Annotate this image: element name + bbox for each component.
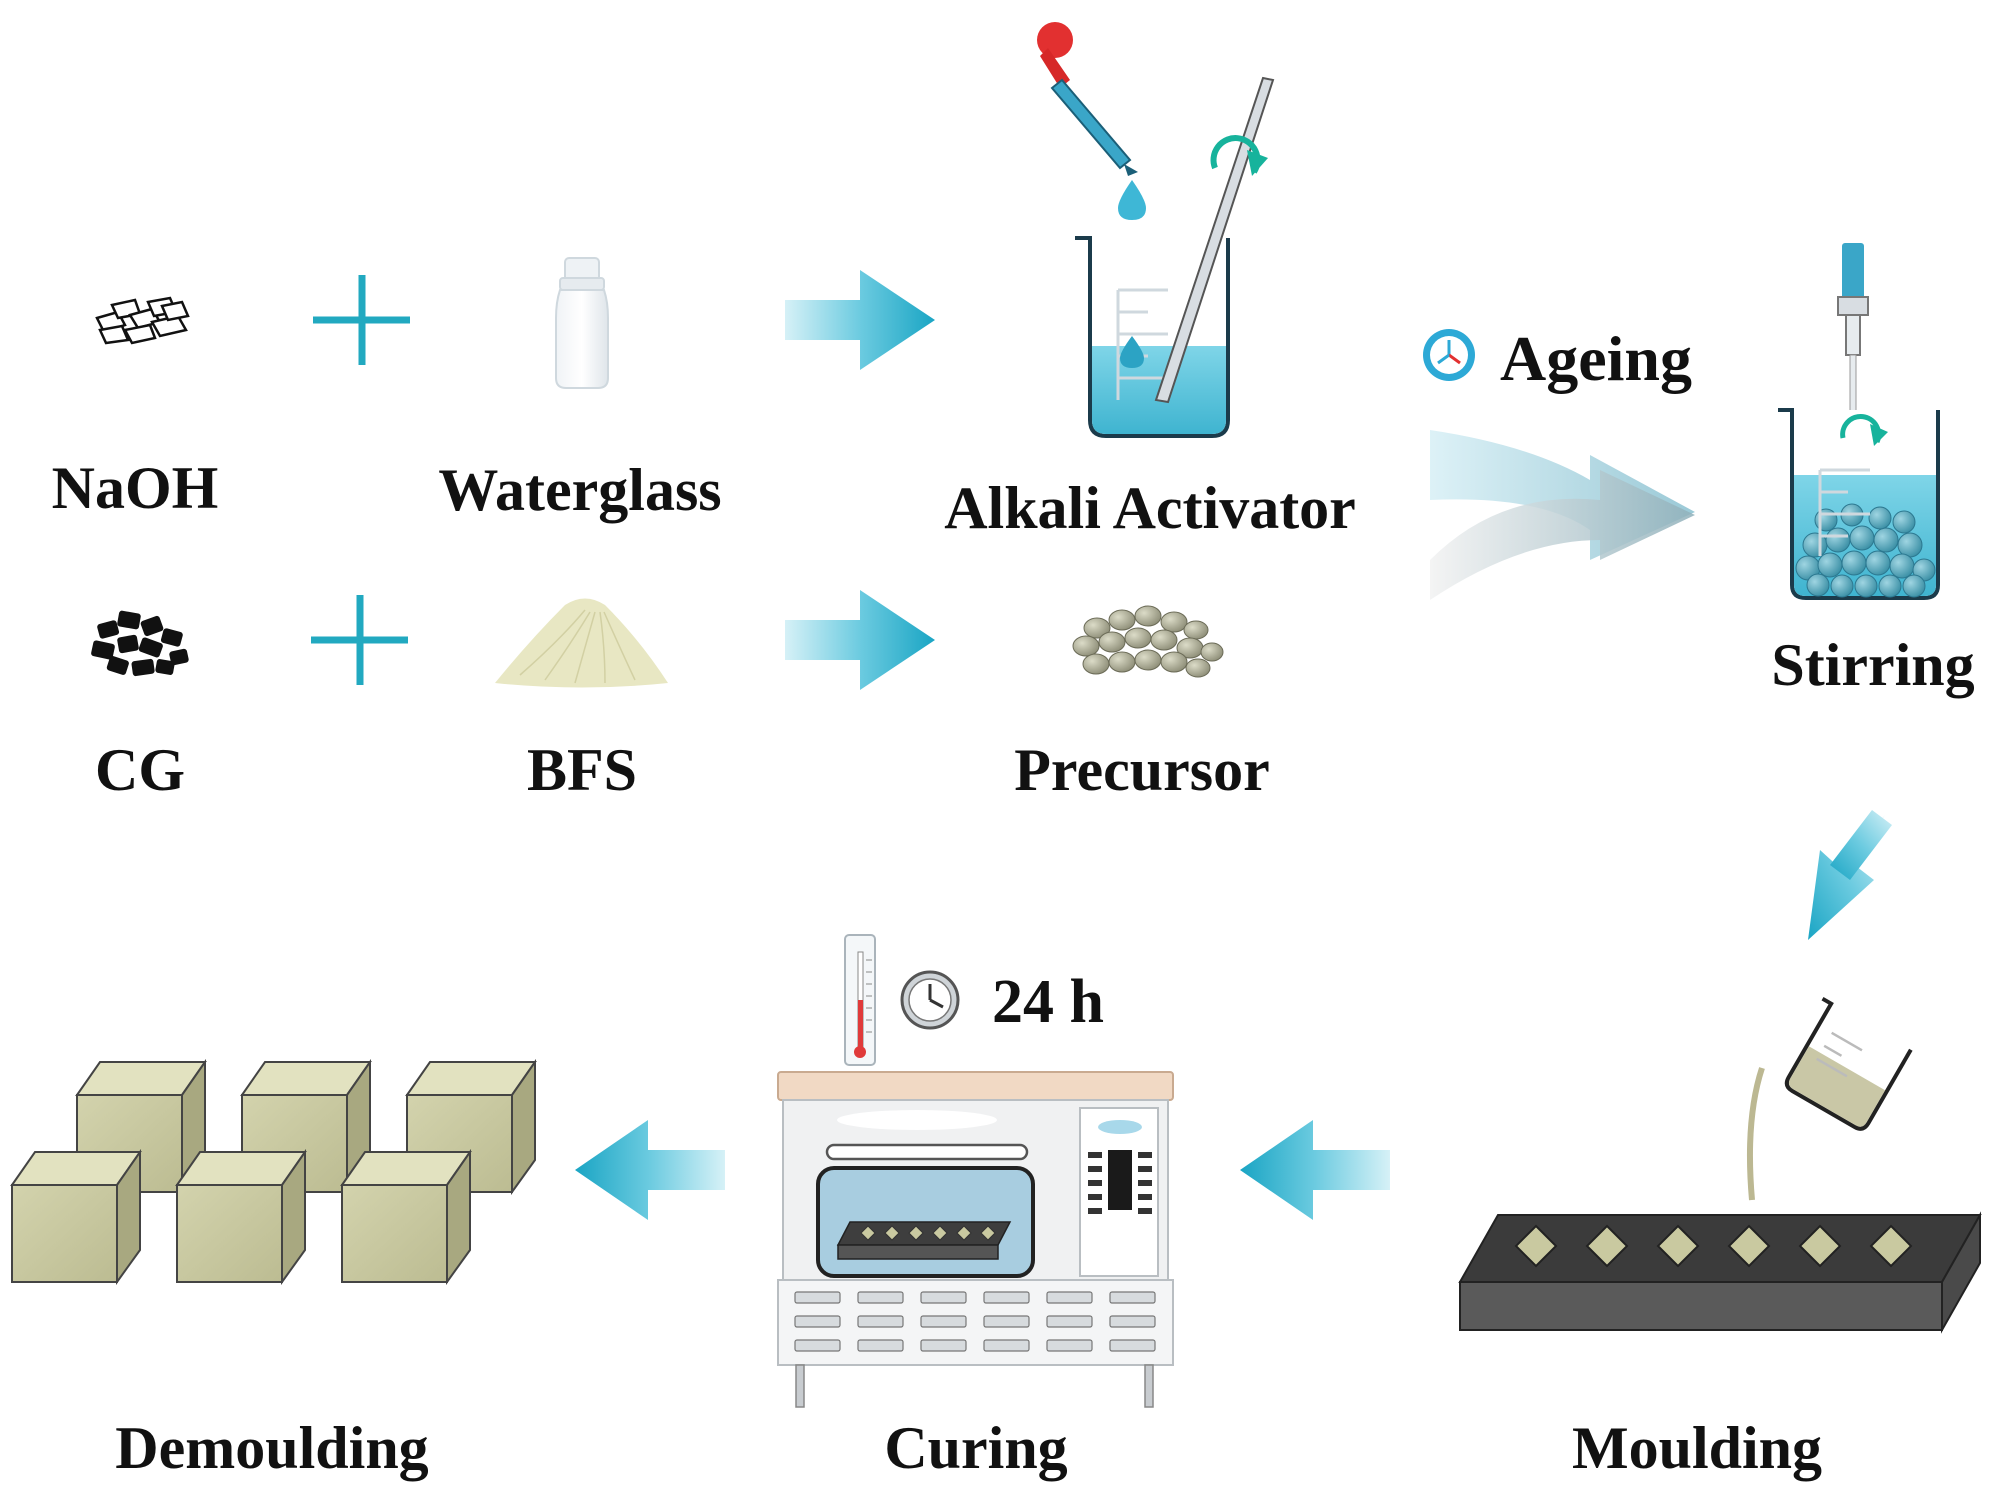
label-duration: 24 h [992,968,1104,1036]
label-demoulding: Demoulding [115,1415,428,1481]
label-naoh: NaOH [52,455,219,521]
dropper-icon [1037,22,1138,176]
plus-icon [313,275,410,365]
cg-granules-icon [91,610,189,677]
arrow-left-icon [575,1120,725,1220]
waterglass-bottle-icon [555,257,609,389]
label-alkali-activator: Alkali Activator [944,475,1356,541]
arrow-right-icon [785,270,935,370]
naoh-flakes-icon [95,296,190,345]
mould-icon [1458,1211,1982,1334]
stirring-beaker-icon [1778,243,1940,600]
plus-icon [311,595,408,685]
pouring-beaker-icon [1747,996,1913,1201]
arrow-down-left-shaft [1830,810,1892,880]
label-waterglass: Waterglass [438,457,721,523]
cube [10,1148,142,1286]
cube [340,1148,472,1286]
alkali-activator-beaker-icon [1075,76,1275,438]
specimen-cubes-icon [10,1058,537,1286]
arrow-left-icon [1240,1120,1390,1220]
drop-icon [1118,180,1146,220]
label-stirring: Stirring [1771,632,1974,698]
ageing-clock-icon [1423,329,1475,381]
merge-arrow-bottom-icon [1430,470,1695,600]
label-precursor: Precursor [1014,737,1269,803]
cube [175,1148,307,1286]
bfs-powder-icon [495,598,668,688]
arrow-right-icon [785,590,935,690]
label-cg: CG [95,737,185,803]
thermometer-icon [844,934,876,1066]
label-ageing: Ageing [1500,323,1692,394]
curing-oven-icon [777,1071,1174,1408]
label-moulding: Moulding [1572,1415,1822,1481]
clock-icon [900,970,960,1030]
label-bfs: BFS [527,737,637,803]
arrow-down-left-icon [1808,815,1885,940]
precursor-granules-icon [1072,605,1224,678]
label-curing: Curing [884,1415,1067,1481]
